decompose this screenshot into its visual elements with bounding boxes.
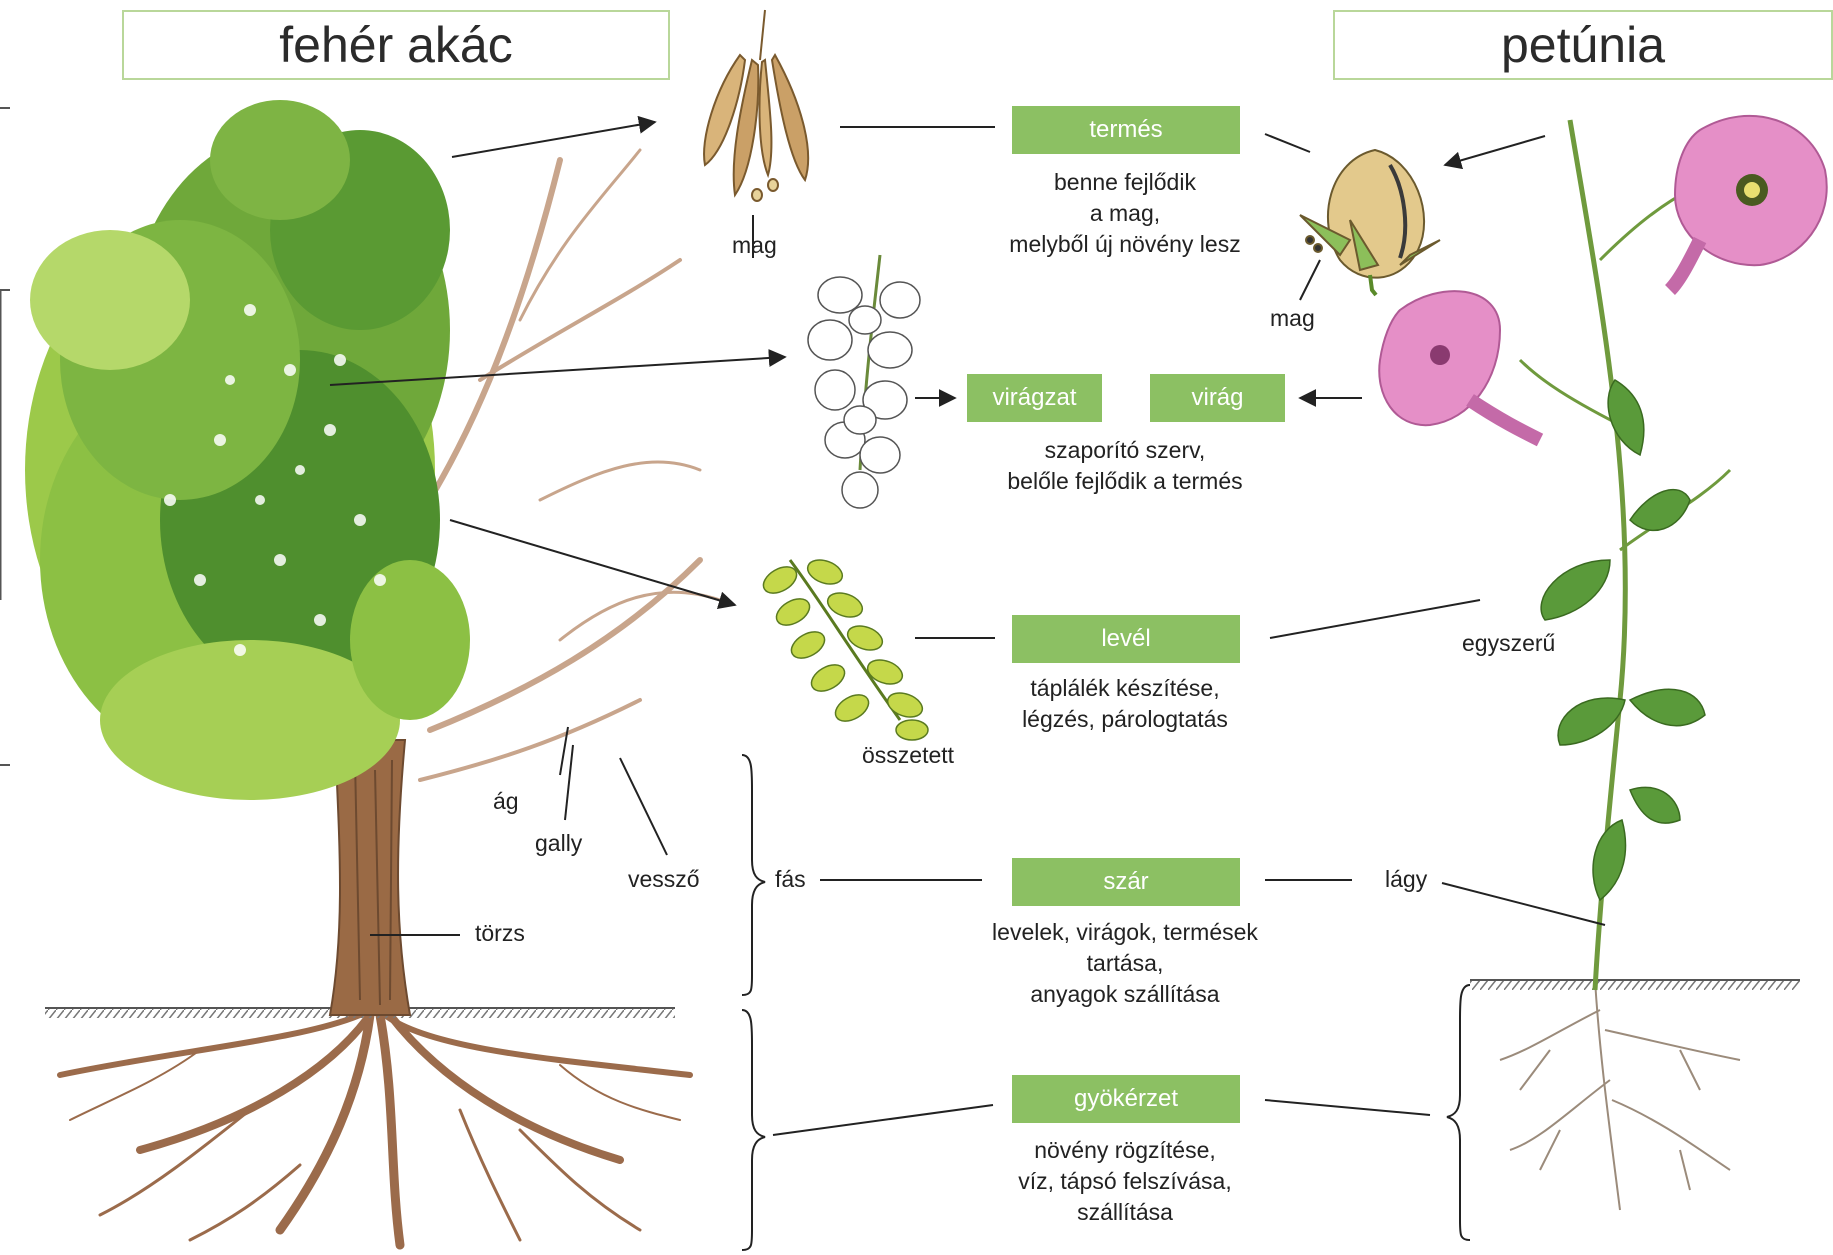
label-fas: fás [775,866,806,893]
petunia-capsule-illustration [1300,150,1440,295]
label-mag-left: mag [732,232,777,259]
label-mag-right: mag [1270,305,1315,332]
acacia-roots [60,1015,690,1245]
label-gyokerzet: gyökérzet [1012,1075,1240,1123]
desc-line: szaporító szerv, [965,435,1285,466]
label-gally: gally [535,830,582,857]
ground-right [1470,980,1800,990]
petunia-flower-top [1670,116,1827,290]
desc-line: a mag, [965,198,1285,229]
desc-level: táplálék készítése, légzés, párologtatás [965,673,1285,735]
label-osszetett: összetett [862,742,954,769]
acacia-raceme-illustration [808,255,920,508]
desc-line: anyagok szállítása [965,979,1285,1010]
petunia-flower-middle [1379,291,1540,440]
bracket-root-left [742,1010,765,1250]
label-vesszo: vessző [628,866,700,893]
label-ag: ág [493,788,519,815]
label-viragzat: virágzat [967,374,1102,422]
desc-line: táplálék készítése, [965,673,1285,704]
label-level: levél [1012,615,1240,663]
desc-szar: levelek, virágok, termések tartása, anya… [965,917,1285,1010]
label-szar: szár [1012,858,1240,906]
title-feher-akac: fehér akác [122,10,670,80]
desc-line: melyből új növény lesz [965,229,1285,260]
label-lagy: lágy [1385,866,1427,893]
desc-line: víz, tápsó felszívása, [965,1166,1285,1197]
desc-line: növény rögzítése, [965,1135,1285,1166]
label-termes: termés [1012,106,1240,154]
acacia-pods-illustration [704,10,808,201]
desc-line: tartása, [965,948,1285,979]
desc-gyokerzet: növény rögzítése, víz, tápsó felszívása,… [965,1135,1285,1228]
label-torzs: törzs [475,920,525,947]
desc-virag: szaporító szerv, belőle fejlődik a termé… [965,435,1285,497]
desc-line: benne fejlődik [965,167,1285,198]
compound-leaf-illustration [759,556,928,740]
title-petunia: petúnia [1333,10,1833,80]
acacia-foliage [25,100,470,800]
label-egyszeru: egyszerű [1462,630,1555,657]
petunia-plant-illustration [1379,116,1826,1210]
desc-line: szállítása [965,1197,1285,1228]
desc-line: légzés, párologtatás [965,704,1285,735]
desc-termes: benne fejlődik a mag, melyből új növény … [965,167,1285,260]
desc-line: levelek, virágok, termések [965,917,1285,948]
desc-line: belőle fejlődik a termés [965,466,1285,497]
bracket-root-right [1447,985,1470,1240]
bracket-stem [742,755,765,995]
label-virag: virág [1150,374,1285,422]
